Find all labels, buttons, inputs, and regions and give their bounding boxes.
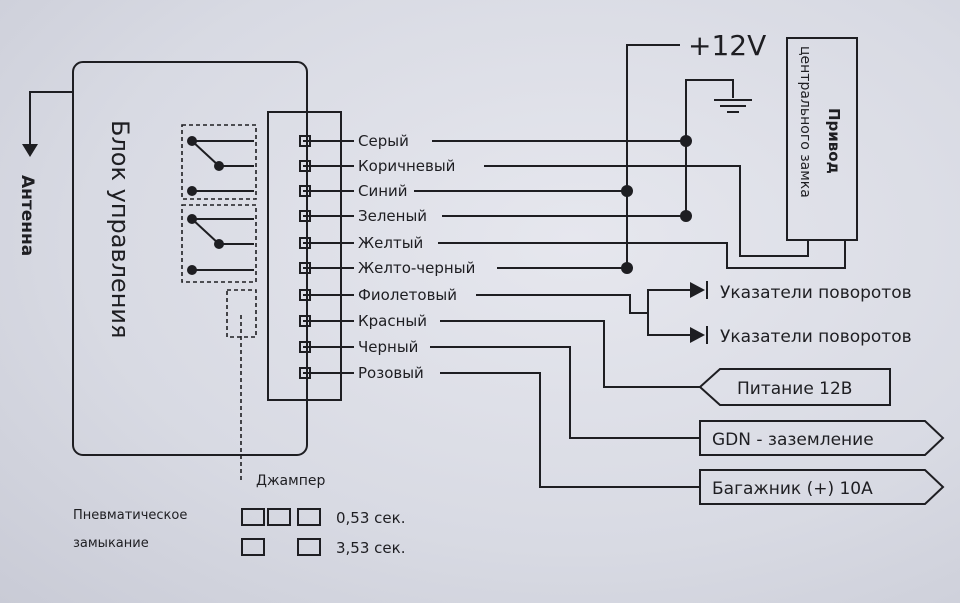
wire-pink xyxy=(440,372,700,488)
wire-brown xyxy=(484,165,809,257)
jumper-setting-value: 3,53 сек. xyxy=(336,539,405,557)
wire-label: Желтый xyxy=(358,234,423,252)
wire-label: Розовый xyxy=(358,364,424,382)
jumper-box xyxy=(226,289,257,338)
wire-label: Желто-черный xyxy=(358,259,475,277)
wire-violet xyxy=(476,294,648,314)
lock-drive-title: Привод xyxy=(825,108,843,174)
turn-signal-label: Указатели поворотов xyxy=(720,327,912,347)
jumper-label: Джампер xyxy=(256,473,325,489)
antenna-label: Антенна xyxy=(17,175,37,256)
wire-label: Синий xyxy=(358,182,408,200)
output-ground-tag xyxy=(699,420,945,456)
wire-yellow xyxy=(438,240,846,269)
connector-block xyxy=(267,111,342,401)
control-unit-title: Блок управления xyxy=(106,120,134,338)
ground-wire xyxy=(685,79,734,216)
lock-drive-box xyxy=(786,37,858,241)
wire-red xyxy=(440,320,700,388)
relay-1 xyxy=(181,124,257,200)
output-power-tag xyxy=(698,368,891,406)
output-ground-label: GDN - заземление xyxy=(712,430,874,450)
jumper-mode-line2: замыкание xyxy=(73,536,149,551)
wire-label: Коричневый xyxy=(358,157,455,175)
lock-drive-subtitle: центрального замка xyxy=(797,46,813,198)
ground-icon xyxy=(714,99,752,113)
wire-label: Зеленый xyxy=(358,207,427,225)
control-unit-box xyxy=(72,61,308,456)
jumper-setting-closed xyxy=(241,508,321,526)
turn-signal-label: Указатели поворотов xyxy=(720,283,912,303)
wire-label: Фиолетовый xyxy=(358,286,457,304)
output-trunk-label: Багажник (+) 10А xyxy=(712,479,873,499)
diode-icon xyxy=(690,281,708,299)
jumper-setting-value: 0,53 сек. xyxy=(336,509,405,527)
wire-label: Черный xyxy=(358,338,418,356)
relay-2 xyxy=(181,204,257,283)
output-trunk-tag xyxy=(699,469,945,505)
antenna-wire xyxy=(29,91,73,145)
antenna-arrow-icon xyxy=(22,144,38,157)
wire-label: Красный xyxy=(358,312,427,330)
diode-icon xyxy=(690,326,708,344)
jumper-setting-open xyxy=(241,538,321,556)
wire-black xyxy=(430,346,700,439)
output-power-label: Питание 12В xyxy=(737,379,852,399)
power-label: +12V xyxy=(688,29,766,62)
power-12v-wire xyxy=(626,44,680,268)
wire-label: Серый xyxy=(358,132,409,150)
jumper-mode-line1: Пневматическое xyxy=(73,508,187,523)
